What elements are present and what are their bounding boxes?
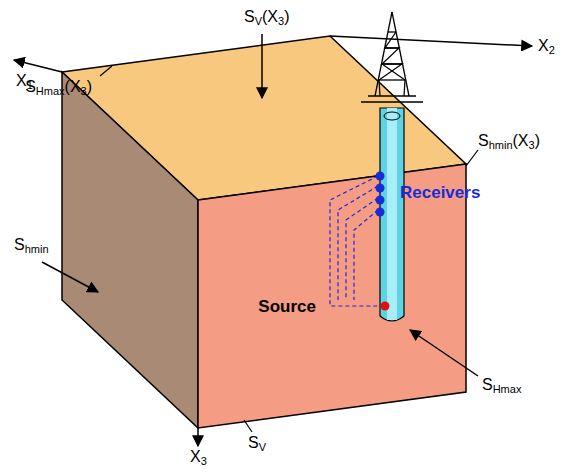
source-label: Source [258,298,316,317]
stress-label: Shmin(X3) [478,132,540,151]
axis-label: X3 [190,448,207,467]
left-face [62,72,198,428]
axis-label: X1 [16,72,33,91]
stress-label: SV(X3) [244,8,289,27]
leader-line [244,420,252,432]
x1-axis [14,60,62,72]
x2-axis [330,36,532,46]
stress-label: SHmax(X3) [25,78,92,97]
borehole-tool [387,108,397,320]
x3-axis [197,428,199,446]
derrick [361,12,423,102]
receiver-dots [376,172,385,217]
cable [330,176,382,306]
well-head [384,112,400,120]
stress-label: SV [248,434,266,453]
source-dot [381,302,390,311]
stress-label: Shmin [14,236,49,255]
sv-arrow [261,34,263,98]
axis-label: X2 [538,37,555,56]
stress-label: SHmax [482,376,521,395]
shmax-arrow [410,330,478,376]
shmin-arrow [42,262,98,292]
right-face [198,164,466,428]
receivers-label: Receivers [400,184,480,203]
leader-line [466,150,478,166]
leader-line [100,66,112,76]
